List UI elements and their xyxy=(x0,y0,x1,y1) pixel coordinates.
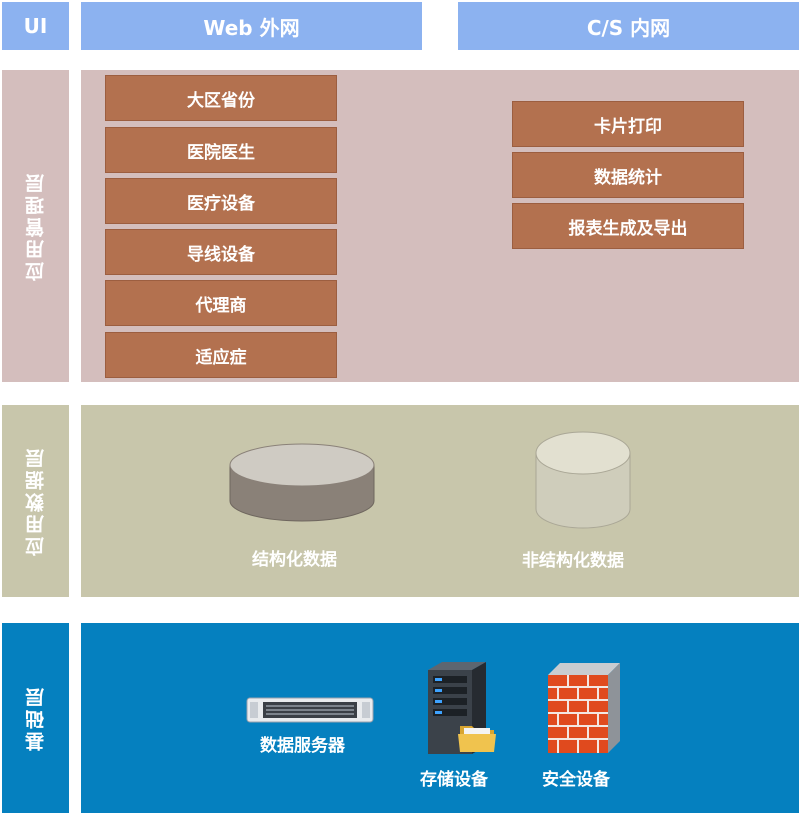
web-item-label: 导线设备 xyxy=(187,244,255,265)
storage-tower-icon xyxy=(428,662,496,754)
cs-item: 报表生成及导出 xyxy=(512,203,744,249)
data-layer-label: 应用数据层 xyxy=(2,405,69,597)
cs-item: 数据统计 xyxy=(512,152,744,198)
app-layer-label: 应用管理层 xyxy=(2,70,69,382)
cs-item-label: 卡片打印 xyxy=(594,116,662,137)
data-layer-panel: 结构化数据 非结构化数据 xyxy=(81,405,799,597)
security-label: 安全设备 xyxy=(542,770,610,790)
web-item: 医院医生 xyxy=(105,127,337,173)
data-layer-label-text: 应用数据层 xyxy=(25,446,47,556)
web-item: 导线设备 xyxy=(105,229,337,275)
cs-item-label: 数据统计 xyxy=(594,167,662,188)
web-header: Web 外网 xyxy=(81,2,422,50)
database-cylinder-icon xyxy=(535,431,631,529)
cs-item: 卡片打印 xyxy=(512,101,744,147)
base-layer-label: 基础层 xyxy=(2,623,69,813)
base-layer-panel: 数据服务器 存储设备 xyxy=(81,623,799,813)
web-item-label: 代理商 xyxy=(195,295,247,316)
unstructured-data-label: 非结构化数据 xyxy=(522,551,624,571)
web-item: 医疗设备 xyxy=(105,178,337,224)
web-item-label: 医疗设备 xyxy=(187,193,255,214)
storage-label: 存储设备 xyxy=(420,770,488,790)
structured-data-label: 结构化数据 xyxy=(252,550,337,570)
cs-item-label: 报表生成及导出 xyxy=(568,218,688,239)
web-header-label: Web 外网 xyxy=(203,15,300,40)
web-item: 适应症 xyxy=(105,332,337,378)
server-label: 数据服务器 xyxy=(260,736,345,756)
web-item-label: 大区省份 xyxy=(187,90,255,111)
cs-header: C/S 内网 xyxy=(458,2,799,50)
firewall-icon xyxy=(548,663,620,753)
ui-header-label: UI xyxy=(23,14,48,38)
web-item: 代理商 xyxy=(105,280,337,326)
web-item-label: 医院医生 xyxy=(187,142,255,163)
web-item-label: 适应症 xyxy=(195,347,247,368)
cs-header-label: C/S 内网 xyxy=(586,15,671,40)
app-layer-label-text: 应用管理层 xyxy=(25,171,47,281)
app-layer-panel: 大区省份 医院医生 医疗设备 导线设备 代理商 适应症 卡片打印 数据统计 报表… xyxy=(81,70,799,382)
ui-header: UI xyxy=(2,2,69,50)
database-cylinder-icon xyxy=(229,443,375,522)
base-layer-label-text: 基础层 xyxy=(25,685,47,751)
web-item: 大区省份 xyxy=(105,75,337,121)
rack-server-icon xyxy=(246,697,374,723)
